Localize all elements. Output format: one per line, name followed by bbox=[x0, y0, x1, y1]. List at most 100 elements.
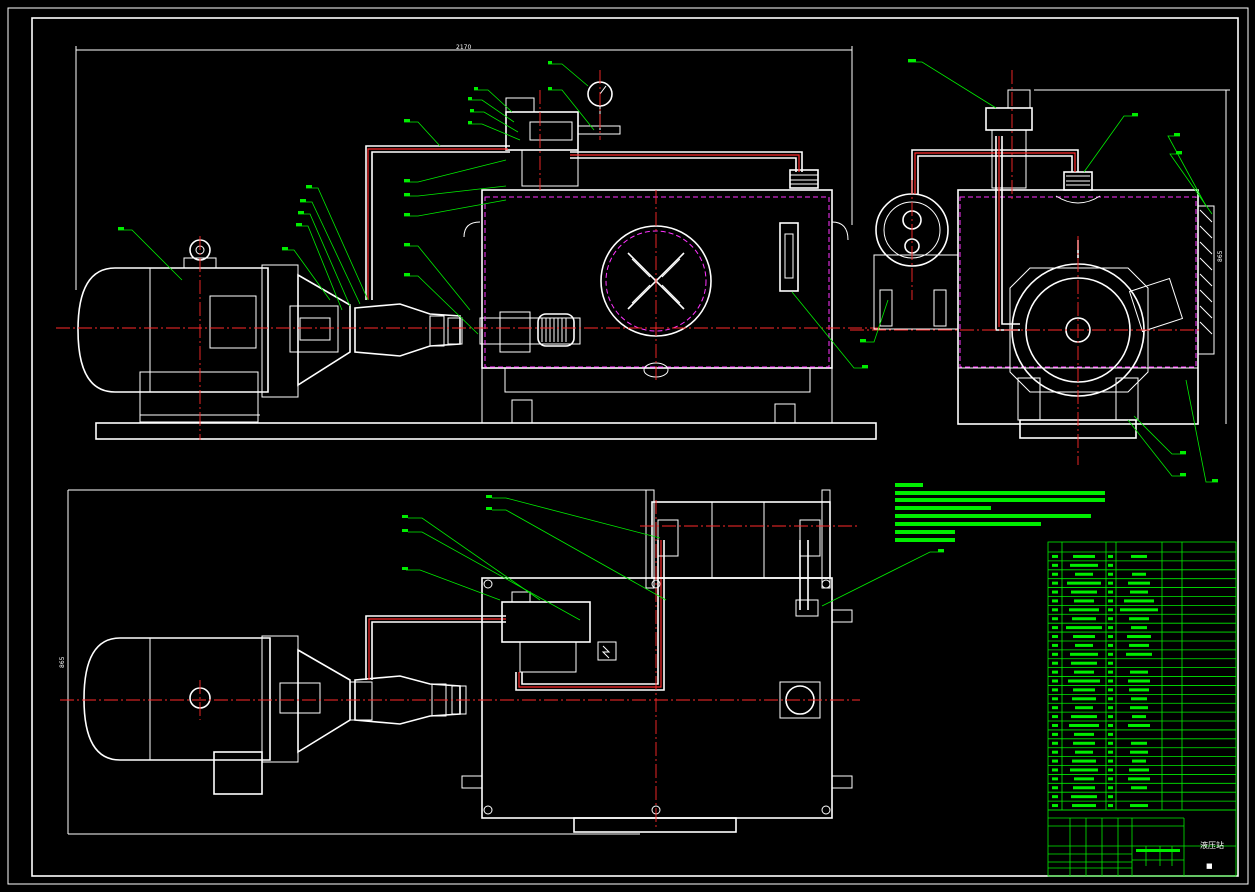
parts-row-index bbox=[1052, 572, 1058, 576]
parts-row-qty bbox=[1108, 741, 1113, 745]
parts-row-index bbox=[1052, 626, 1058, 630]
parts-row-qty bbox=[1108, 804, 1113, 808]
parts-row-code bbox=[1071, 795, 1097, 799]
dimension-width: 865 bbox=[59, 656, 66, 668]
parts-row-name bbox=[1128, 581, 1150, 585]
parts-row-index bbox=[1052, 795, 1058, 799]
parts-row-name bbox=[1129, 688, 1149, 692]
parts-row-qty bbox=[1108, 723, 1113, 727]
parts-row-code bbox=[1073, 688, 1095, 692]
parts-row-code bbox=[1072, 697, 1096, 701]
parts-row-code bbox=[1070, 563, 1098, 567]
leader-lines bbox=[118, 61, 1218, 621]
parts-row-code bbox=[1075, 643, 1093, 647]
parts-row-name bbox=[1120, 608, 1158, 612]
parts-row-code bbox=[1071, 661, 1097, 665]
parts-row-code bbox=[1071, 715, 1097, 719]
parts-row-name bbox=[1126, 652, 1152, 656]
parts-row-code bbox=[1074, 732, 1094, 736]
parts-row-qty bbox=[1108, 670, 1113, 674]
dimension-height: 865 bbox=[1217, 250, 1224, 262]
parts-row-name bbox=[1130, 804, 1148, 808]
parts-row-code bbox=[1072, 804, 1096, 808]
parts-row-index bbox=[1052, 804, 1058, 808]
parts-row-index bbox=[1052, 661, 1058, 665]
parts-row-code bbox=[1072, 759, 1096, 763]
parts-row-name bbox=[1128, 777, 1150, 781]
parts-row-index bbox=[1052, 679, 1058, 683]
parts-row-index bbox=[1052, 688, 1058, 692]
parts-row-qty bbox=[1108, 777, 1113, 781]
parts-row-code bbox=[1066, 626, 1102, 630]
parts-row-index bbox=[1052, 777, 1058, 781]
suction-filter bbox=[537, 313, 575, 347]
parts-row-name bbox=[1132, 759, 1146, 763]
title-block: 液压站 ■ bbox=[1048, 809, 1236, 876]
parts-row-index bbox=[1052, 581, 1058, 585]
parts-row-qty bbox=[1108, 750, 1113, 754]
parts-row-qty bbox=[1108, 697, 1113, 701]
parts-row-index bbox=[1052, 670, 1058, 674]
parts-row-name bbox=[1131, 554, 1147, 558]
parts-row-index bbox=[1052, 768, 1058, 772]
parts-row-qty bbox=[1108, 581, 1113, 585]
parts-row-qty bbox=[1108, 688, 1113, 692]
parts-row-index bbox=[1052, 715, 1058, 719]
parts-row-name bbox=[1130, 590, 1148, 594]
motor-plan bbox=[83, 637, 271, 761]
parts-row-index bbox=[1052, 723, 1058, 727]
dimension-overall-length: 2170 bbox=[456, 44, 471, 51]
plan-view: 865 bbox=[59, 489, 860, 835]
level-gauge bbox=[779, 222, 799, 292]
parts-row-name bbox=[1131, 626, 1147, 630]
side-view: 865 bbox=[850, 70, 1230, 465]
parts-row-qty bbox=[1108, 608, 1113, 612]
parts-row-code bbox=[1073, 635, 1095, 639]
parts-row-name bbox=[1129, 768, 1149, 772]
drawing-title: 液压站 bbox=[1200, 840, 1224, 850]
parts-row-index bbox=[1052, 608, 1058, 612]
parts-row-code bbox=[1073, 741, 1095, 745]
parts-row-qty bbox=[1108, 795, 1113, 799]
parts-row-index bbox=[1052, 706, 1058, 710]
parts-row-index bbox=[1052, 635, 1058, 639]
parts-row-name bbox=[1131, 697, 1147, 701]
parts-row-qty bbox=[1108, 715, 1113, 719]
parts-row-name bbox=[1131, 786, 1147, 790]
parts-row-name bbox=[1132, 715, 1146, 719]
parts-row-code bbox=[1074, 670, 1094, 674]
parts-row-qty bbox=[1108, 759, 1113, 763]
parts-row-index bbox=[1052, 786, 1058, 790]
callout-marks bbox=[118, 59, 1218, 570]
parts-row-qty bbox=[1108, 679, 1113, 683]
parts-row-code bbox=[1073, 554, 1095, 558]
parts-row-code bbox=[1075, 706, 1093, 710]
parts-row-code bbox=[1070, 652, 1098, 656]
parts-row-name bbox=[1132, 572, 1146, 576]
parts-row-qty bbox=[1108, 786, 1113, 790]
parts-row-name bbox=[1127, 635, 1151, 639]
parts-row-code bbox=[1071, 590, 1097, 594]
parts-row-qty bbox=[1108, 590, 1113, 594]
parts-row-qty bbox=[1108, 563, 1113, 567]
parts-row-code bbox=[1075, 750, 1093, 754]
parts-row-index bbox=[1052, 732, 1058, 736]
oil-cooler bbox=[651, 501, 831, 579]
parts-row-name bbox=[1130, 670, 1148, 674]
parts-row-name bbox=[1129, 643, 1149, 647]
valve-block-plan bbox=[501, 601, 591, 643]
parts-row-code bbox=[1070, 768, 1098, 772]
inner-border bbox=[31, 17, 1239, 877]
parts-row-code bbox=[1069, 723, 1099, 727]
parts-row-qty bbox=[1108, 661, 1113, 665]
parts-row-code bbox=[1074, 777, 1094, 781]
parts-row-qty bbox=[1108, 635, 1113, 639]
sheet-number: ■ bbox=[1206, 862, 1213, 870]
electric-motor bbox=[77, 267, 269, 393]
parts-row-name bbox=[1130, 706, 1148, 710]
parts-row-qty bbox=[1108, 706, 1113, 710]
parts-row-index bbox=[1052, 750, 1058, 754]
parts-row-qty bbox=[1108, 572, 1113, 576]
base-plate bbox=[95, 422, 877, 440]
parts-row-qty bbox=[1108, 652, 1113, 656]
